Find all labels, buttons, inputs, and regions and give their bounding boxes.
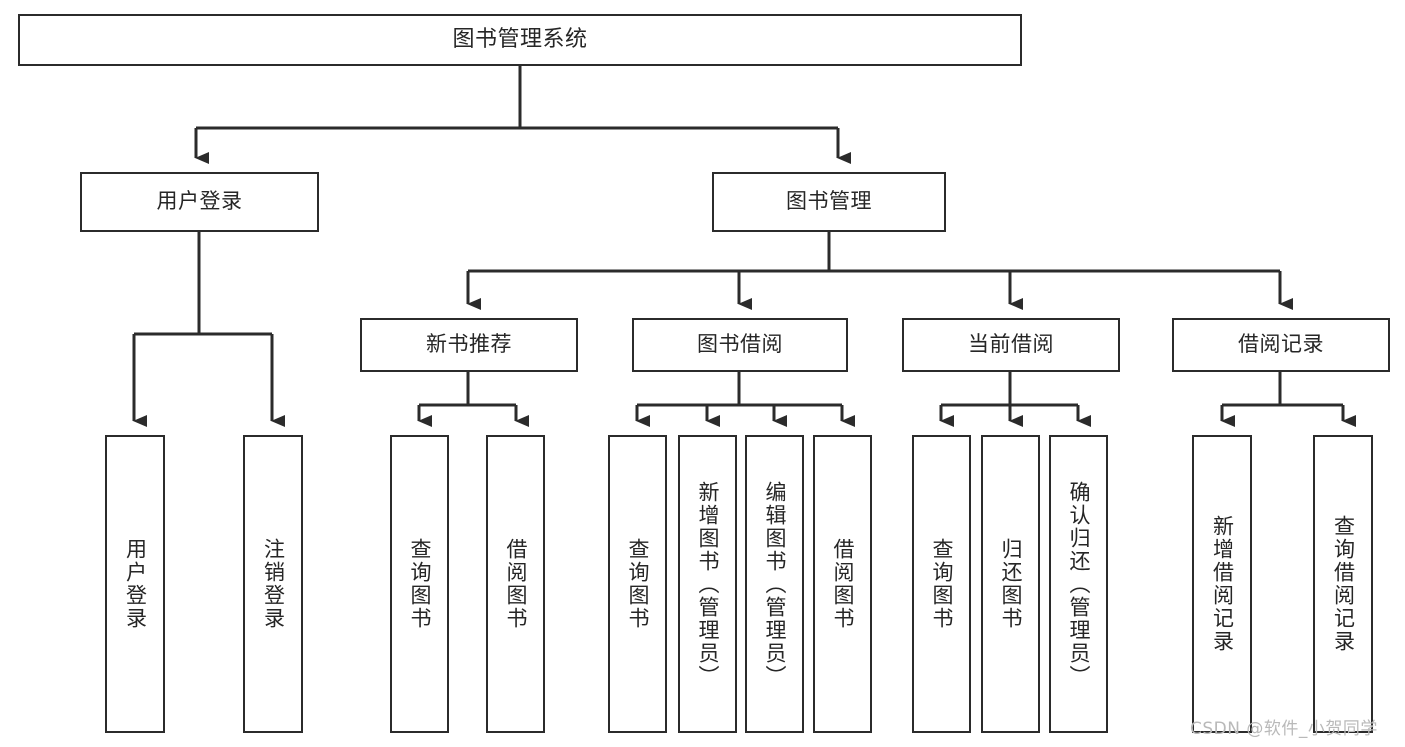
leaf-add-borrow-record[interactable]: 新增借阅记录 bbox=[1192, 435, 1252, 733]
node-label: 用户登录 bbox=[156, 189, 243, 214]
node-borrowing-records[interactable]: 借阅记录 bbox=[1172, 318, 1390, 372]
leaf-user-login[interactable]: 用户登录 bbox=[105, 435, 165, 733]
leaf-return-books[interactable]: 归还图书 bbox=[981, 435, 1040, 733]
node-label: 图书管理系统 bbox=[452, 26, 588, 52]
node-label: 图书借阅 bbox=[697, 332, 783, 357]
node-label: 图书管理 bbox=[786, 189, 872, 214]
node-label: 编辑图书（管理员） bbox=[763, 480, 787, 688]
node-label: 用户登录 bbox=[123, 538, 148, 630]
node-label: 查询图书 bbox=[408, 538, 432, 630]
node-label: 新增借阅记录 bbox=[1210, 515, 1235, 653]
node-label: 查询图书 bbox=[626, 538, 650, 630]
node-label: 新增图书（管理员） bbox=[696, 480, 720, 688]
leaf-query-borrow-record[interactable]: 查询借阅记录 bbox=[1313, 435, 1373, 733]
node-label: 当前借阅 bbox=[968, 332, 1054, 357]
node-label: 注销登录 bbox=[261, 538, 286, 630]
leaf-query-books-borrow[interactable]: 查询图书 bbox=[608, 435, 667, 733]
node-label: 确认归还（管理员） bbox=[1067, 480, 1091, 688]
node-user-login[interactable]: 用户登录 bbox=[80, 172, 319, 232]
leaf-add-book-admin[interactable]: 新增图书（管理员） bbox=[678, 435, 737, 733]
node-label: 借阅记录 bbox=[1238, 332, 1324, 357]
watermark: CSDN @软件_小贺同学 bbox=[1190, 719, 1378, 739]
node-root-library-system[interactable]: 图书管理系统 bbox=[18, 14, 1022, 66]
node-label: 借阅图书 bbox=[831, 538, 855, 630]
node-current-borrowing[interactable]: 当前借阅 bbox=[902, 318, 1120, 372]
node-label: 查询借阅记录 bbox=[1331, 515, 1356, 653]
leaf-borrow-books-borrow[interactable]: 借阅图书 bbox=[813, 435, 872, 733]
node-book-borrowing[interactable]: 图书借阅 bbox=[632, 318, 848, 372]
node-label: 归还图书 bbox=[999, 538, 1023, 630]
leaf-edit-book-admin[interactable]: 编辑图书（管理员） bbox=[745, 435, 804, 733]
node-new-book-recommendation[interactable]: 新书推荐 bbox=[360, 318, 578, 372]
leaf-confirm-return-admin[interactable]: 确认归还（管理员） bbox=[1049, 435, 1108, 733]
node-label: 查询图书 bbox=[930, 538, 954, 630]
leaf-logout[interactable]: 注销登录 bbox=[243, 435, 303, 733]
leaf-query-books-current[interactable]: 查询图书 bbox=[912, 435, 971, 733]
node-label: 新书推荐 bbox=[426, 332, 512, 357]
node-book-management[interactable]: 图书管理 bbox=[712, 172, 946, 232]
leaf-query-books-new-book[interactable]: 查询图书 bbox=[390, 435, 449, 733]
leaf-borrow-books-new-book[interactable]: 借阅图书 bbox=[486, 435, 545, 733]
node-label: 借阅图书 bbox=[504, 538, 528, 630]
